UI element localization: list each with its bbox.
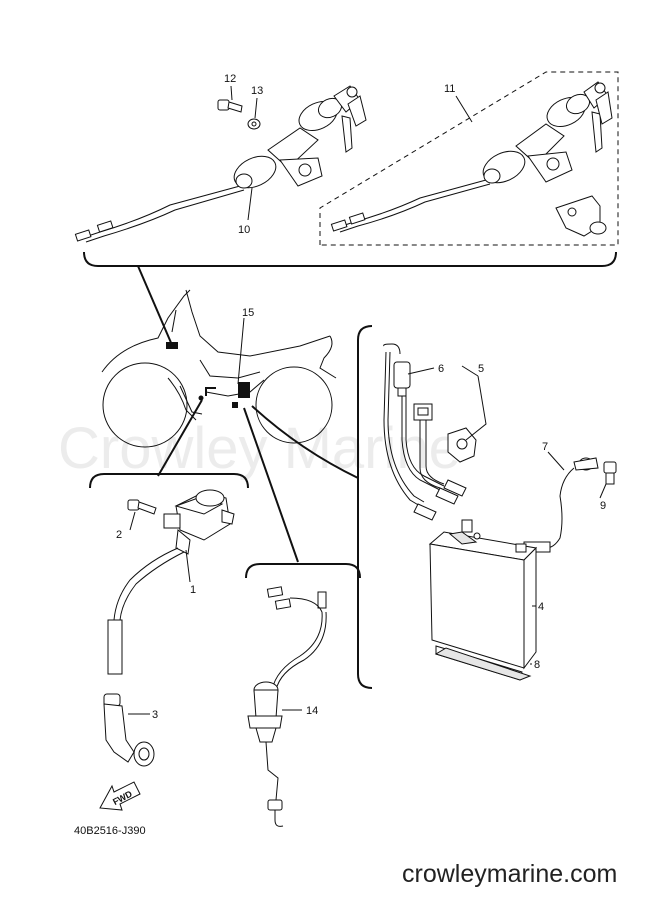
callout-2: 2	[116, 529, 122, 541]
callout-leaders	[128, 85, 607, 715]
bolt-12[interactable]	[217, 99, 243, 113]
battery-4[interactable]	[428, 519, 538, 670]
callout-8: 8	[534, 659, 540, 671]
battery-lead-5[interactable]	[413, 403, 477, 489]
callout-13: 13	[251, 85, 263, 97]
kit-dashed-box	[319, 71, 619, 246]
leader-lines	[137, 265, 359, 563]
spark-plug-cap[interactable]	[103, 693, 155, 767]
bolt-2[interactable]	[127, 499, 157, 515]
main-switch-assembly[interactable]	[74, 85, 367, 243]
washer-13[interactable]	[247, 118, 261, 130]
battery-bracket	[357, 325, 373, 689]
top-bracket	[83, 251, 617, 267]
coil-bracket	[89, 473, 249, 489]
callout-14: 14	[306, 705, 318, 717]
ignition-coil[interactable]	[113, 489, 235, 621]
callout-5: 5	[478, 363, 484, 375]
sensor-bracket	[245, 563, 361, 579]
callout-3: 3	[152, 709, 158, 721]
website-text[interactable]: crowleymarine.com	[402, 860, 617, 888]
battery-pad-8[interactable]	[434, 645, 532, 681]
callout-4: 4	[538, 601, 544, 613]
fwd-arrow: FWD	[99, 781, 141, 811]
negative-lead-7[interactable]	[523, 457, 599, 553]
spark-plug-lead[interactable]	[107, 619, 123, 675]
callout-11: 11	[444, 83, 455, 95]
main-switch-kit-assembly[interactable]	[330, 81, 613, 237]
callout-7: 7	[542, 441, 548, 453]
battery-lead-6[interactable]	[383, 343, 467, 521]
callout-12: 12	[224, 73, 236, 85]
callout-9: 9	[600, 500, 606, 512]
neutral-switch[interactable]	[247, 586, 327, 827]
callout-1: 1	[190, 584, 196, 596]
motorcycle-silhouette	[101, 289, 337, 448]
callout-6: 6	[438, 363, 444, 375]
diagram-code: 40B2516-J390	[74, 825, 146, 837]
callout-15: 15	[242, 307, 254, 319]
bolt-9[interactable]	[603, 461, 617, 485]
callout-10: 10	[238, 224, 250, 236]
watermark-text: Crowley Marine	[58, 416, 461, 481]
